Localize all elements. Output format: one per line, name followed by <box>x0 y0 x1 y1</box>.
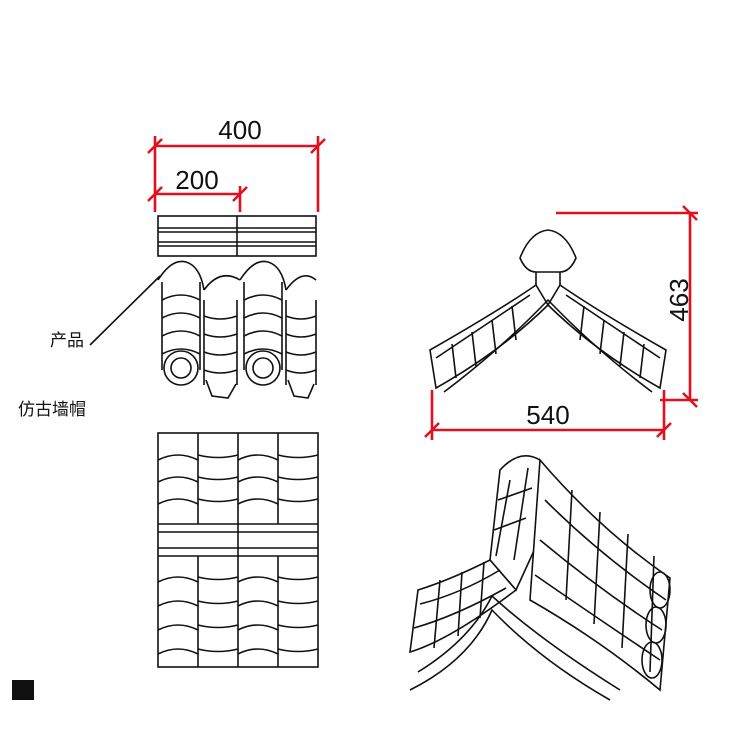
flat-tile-left <box>203 300 238 399</box>
dimension-profile-height: 463 <box>556 205 698 408</box>
flat-tile-right <box>285 300 317 399</box>
half-width-label: 200 <box>175 165 218 195</box>
round-tile-left <box>161 282 201 386</box>
profile-height-label: 463 <box>664 278 694 321</box>
dimension-overall-width: 400 <box>147 115 326 212</box>
isometric-view <box>409 454 671 701</box>
plan-view-lower <box>157 432 319 668</box>
side-profile <box>429 229 667 393</box>
overall-width-label: 400 <box>218 115 261 145</box>
round-tile-right <box>243 282 283 386</box>
front-view-upper <box>157 215 317 399</box>
dimension-profile-width: 540 <box>424 390 672 440</box>
dimension-half-width: 200 <box>147 165 248 212</box>
name-label: 仿古墙帽 <box>18 400 86 420</box>
bottom-marker <box>12 680 34 700</box>
product-leader-line <box>89 275 161 346</box>
profile-width-label: 540 <box>526 400 569 430</box>
product-label: 产品 <box>50 331 84 351</box>
